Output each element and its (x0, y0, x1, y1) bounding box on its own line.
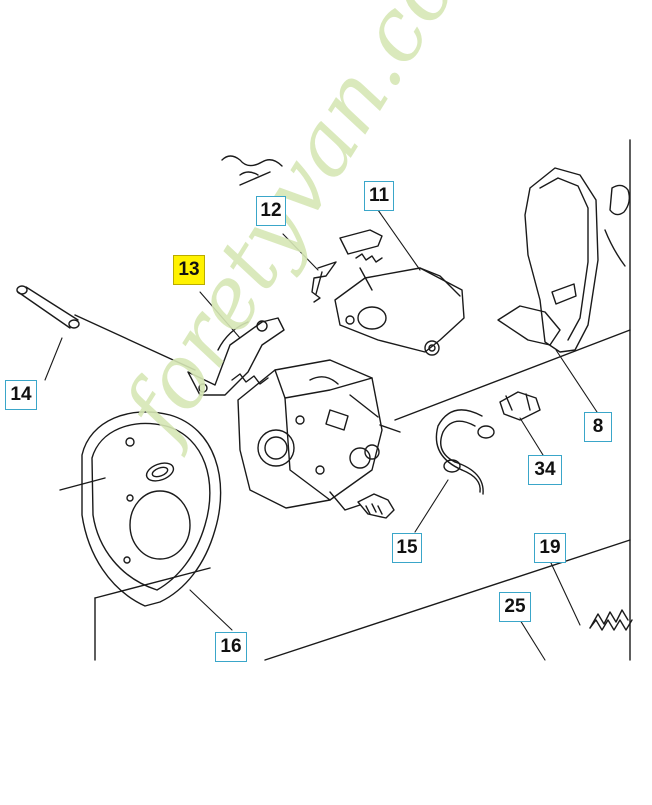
callout-34: 34 (528, 455, 562, 485)
part-8-bracket (497, 167, 631, 353)
carburettor-body (237, 359, 401, 519)
callout-11: 11 (364, 181, 394, 211)
part-14-pin (16, 285, 80, 329)
housing-outline (59, 139, 631, 661)
part-19-spring (589, 609, 633, 631)
part-13-choke-lever (187, 317, 285, 396)
callout-25: 25 (499, 592, 531, 622)
part-34-clip (499, 391, 541, 421)
callout-12: 12 (256, 196, 286, 226)
callout-14: 14 (5, 380, 37, 410)
leader-lines (44, 209, 598, 661)
part-15-hose (435, 409, 495, 495)
callout-8: 8 (584, 412, 612, 442)
callout-19: 19 (534, 533, 566, 563)
callout-15: 15 (392, 533, 422, 563)
part-11-manifold (334, 229, 465, 356)
callout-16: 16 (215, 632, 247, 662)
part-12-clip (311, 261, 337, 303)
callout-13: 13 (173, 255, 205, 285)
part-16-plate (81, 411, 222, 607)
